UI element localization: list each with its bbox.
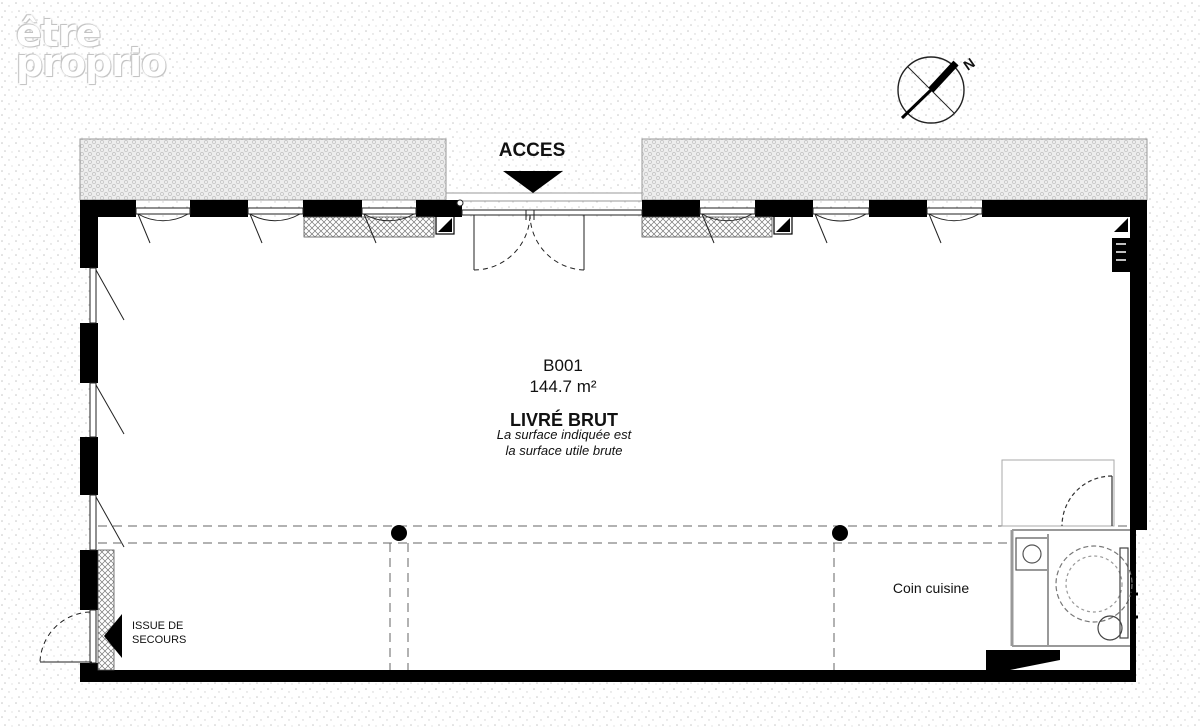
kitchen-label: Coin cuisine (892, 580, 970, 596)
entrance-threshold (445, 192, 643, 202)
left-windows (89, 267, 125, 551)
emergency-exit-label-2: SECOURS (132, 634, 187, 646)
unit-floor (98, 217, 1130, 670)
entrance-arrow (503, 171, 563, 193)
top-windows (135, 207, 983, 244)
wall-hatch-left (97, 549, 115, 671)
corner-mark-2 (776, 218, 790, 232)
entrance-label: ACCES (498, 140, 566, 161)
outer-walls (80, 200, 1147, 682)
emergency-exit-door (39, 609, 97, 664)
emergency-exit-label-1: ISSUE DE (132, 620, 184, 632)
brand-logo: être proprio (16, 11, 167, 85)
finish-note-1: La surface indiquée est (496, 427, 632, 442)
electrical-panel (1112, 238, 1130, 272)
unit-area: 144.7 m² (529, 377, 597, 396)
finish-note-2: la surface utile brute (505, 443, 623, 458)
corner-frame-1 (435, 215, 455, 235)
column-2 (832, 525, 848, 541)
bathroom-step (986, 650, 1060, 670)
column-1 (391, 525, 407, 541)
bathroom (1001, 459, 1138, 647)
emergency-exit-arrow (104, 614, 122, 658)
compass-rose (897, 56, 965, 124)
corner-mark-1 (438, 218, 452, 232)
finish-title: LIVRÉ BRUT (510, 410, 618, 430)
terrace-right (641, 138, 1148, 201)
brand-logo-line-1: être (16, 11, 101, 55)
brand-logo-line-2: proprio (16, 41, 167, 85)
entrance-door (456, 199, 643, 271)
terrace-left (79, 138, 447, 201)
corner-mark-3 (1114, 218, 1128, 232)
corner-frame-2 (773, 215, 793, 235)
unit-id: B001 (543, 356, 583, 375)
beam-lines (98, 525, 1130, 670)
